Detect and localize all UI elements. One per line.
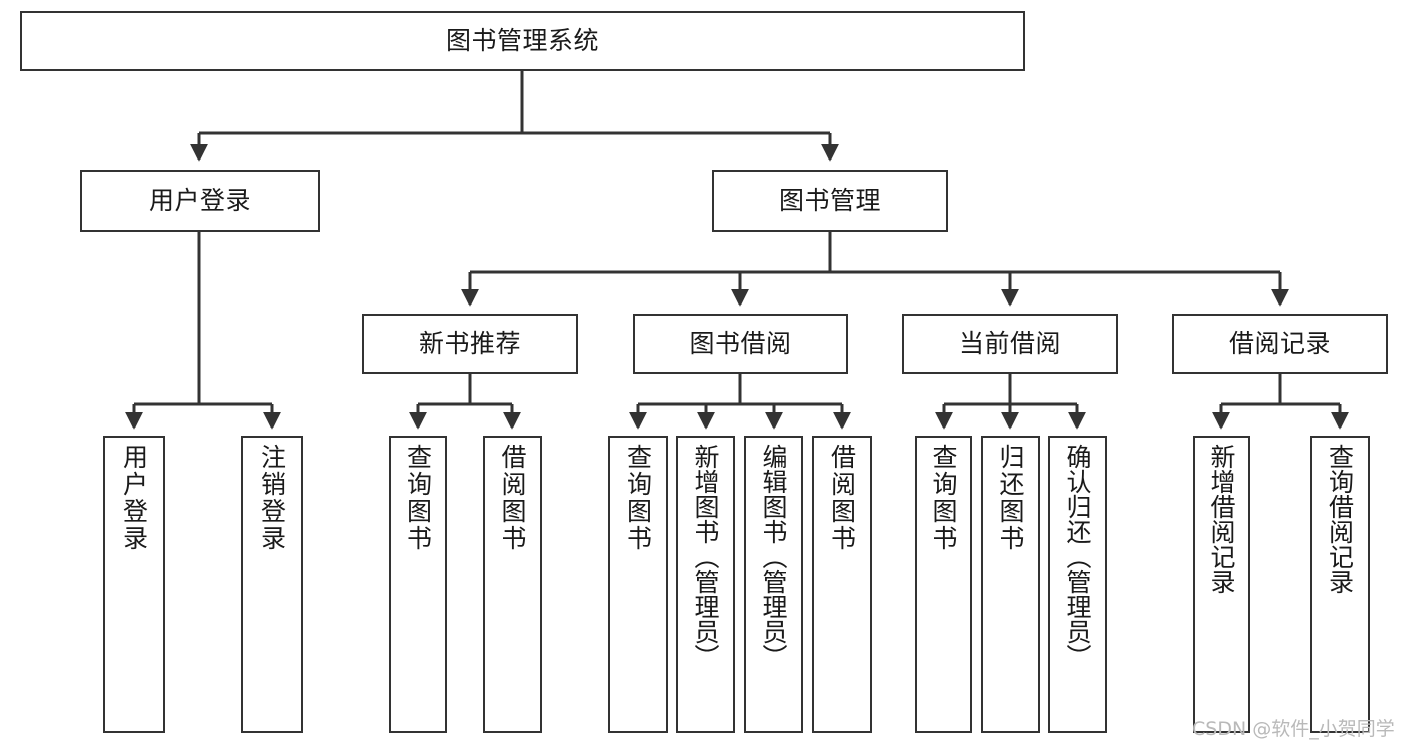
node-label: 新增图书（管理员） bbox=[691, 444, 720, 669]
node-label: 借阅图书 bbox=[827, 444, 857, 552]
leaf-borrow-record-query[interactable]: 查询借阅记录 bbox=[1310, 436, 1370, 733]
node-label: 图书借阅 bbox=[689, 329, 792, 358]
node-borrow-records[interactable]: 借阅记录 bbox=[1172, 314, 1388, 374]
csdn-watermark: CSDN @软件_小贺同学 bbox=[1192, 718, 1395, 740]
node-label: 查询图书 bbox=[623, 444, 653, 552]
node-current-borrow[interactable]: 当前借阅 bbox=[902, 314, 1118, 374]
node-label: 借阅记录 bbox=[1228, 329, 1331, 358]
leaf-book-borrow-borrow[interactable]: 借阅图书 bbox=[812, 436, 872, 733]
node-label: 注销登录 bbox=[257, 444, 287, 552]
leaf-current-borrow-return[interactable]: 归还图书 bbox=[981, 436, 1040, 733]
node-label: 确认归还（管理员） bbox=[1063, 444, 1092, 669]
node-label: 查询图书 bbox=[929, 444, 958, 552]
node-label: 图书管理 bbox=[778, 186, 881, 215]
node-label: 查询图书 bbox=[403, 444, 433, 552]
node-root-book-management-system[interactable]: 图书管理系统 bbox=[20, 11, 1025, 71]
node-label: 用户登录 bbox=[148, 186, 251, 215]
leaf-user-login-login[interactable]: 用户登录 bbox=[103, 436, 165, 733]
node-label: 用户登录 bbox=[119, 444, 149, 552]
node-new-book-recommend[interactable]: 新书推荐 bbox=[362, 314, 578, 374]
node-label: 新书推荐 bbox=[418, 329, 521, 358]
leaf-current-borrow-confirm-return[interactable]: 确认归还（管理员） bbox=[1048, 436, 1107, 733]
leaf-book-borrow-query[interactable]: 查询图书 bbox=[608, 436, 668, 733]
node-book-management[interactable]: 图书管理 bbox=[712, 170, 948, 232]
leaf-book-borrow-edit[interactable]: 编辑图书（管理员） bbox=[744, 436, 803, 733]
leaf-new-book-query[interactable]: 查询图书 bbox=[389, 436, 447, 733]
node-book-borrow[interactable]: 图书借阅 bbox=[633, 314, 848, 374]
leaf-user-login-logout[interactable]: 注销登录 bbox=[241, 436, 303, 733]
node-label: 归还图书 bbox=[996, 444, 1025, 552]
node-label: 当前借阅 bbox=[958, 329, 1061, 358]
node-user-login[interactable]: 用户登录 bbox=[80, 170, 320, 232]
node-label: 查询借阅记录 bbox=[1325, 444, 1355, 594]
node-label: 新增借阅记录 bbox=[1207, 444, 1236, 594]
leaf-book-borrow-add[interactable]: 新增图书（管理员） bbox=[676, 436, 735, 733]
leaf-new-book-borrow[interactable]: 借阅图书 bbox=[483, 436, 542, 733]
node-label: 借阅图书 bbox=[498, 444, 527, 552]
node-label: 编辑图书（管理员） bbox=[759, 444, 788, 669]
node-label: 图书管理系统 bbox=[445, 26, 599, 55]
leaf-borrow-record-add[interactable]: 新增借阅记录 bbox=[1193, 436, 1250, 733]
leaf-current-borrow-query[interactable]: 查询图书 bbox=[915, 436, 972, 733]
